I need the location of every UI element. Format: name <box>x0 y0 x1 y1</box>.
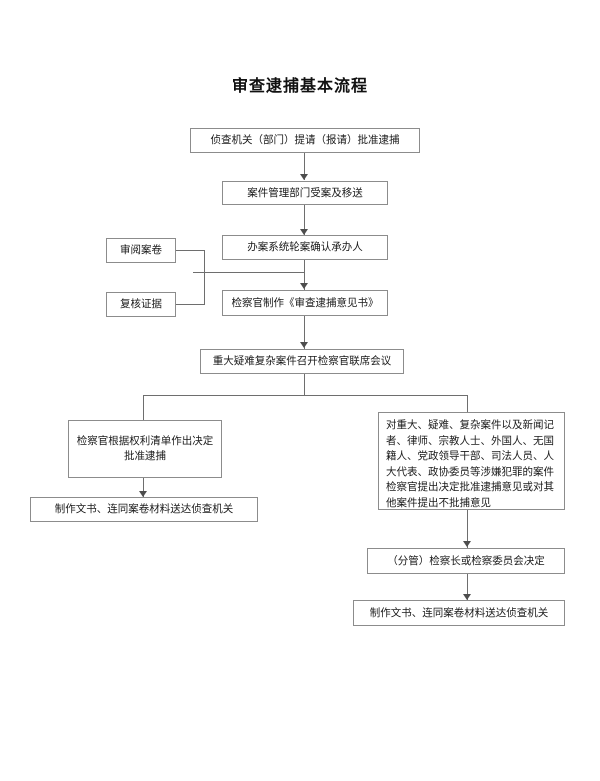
arrowhead-n4-n5 <box>300 342 308 348</box>
flow-node-joint-conference: 重大疑难复杂案件召开检察官联席会议 <box>200 349 404 374</box>
flow-node-verify-evidence: 复核证据 <box>106 292 176 317</box>
flow-node-system-assign-handler: 办案系统轮案确认承办人 <box>222 235 388 260</box>
connector-right2-right3 <box>467 574 468 600</box>
arrowhead-n1-n2 <box>300 174 308 180</box>
flow-node-chief-prosecutor-committee-decision: （分管）检察长或检察委员会决定 <box>367 548 565 574</box>
connector-side2-bracket <box>176 304 204 305</box>
arrowhead-n3-n4 <box>300 283 308 289</box>
connector-n4-n5 <box>304 316 305 349</box>
connector-n3-n4 <box>304 260 305 290</box>
flow-node-case-management-intake: 案件管理部门受案及移送 <box>222 181 388 205</box>
flow-node-investigation-request: 侦查机关（部门）提请（报请）批准逮捕 <box>190 128 420 153</box>
connector-n5-split-stem <box>304 374 305 396</box>
arrowhead-n2-n3 <box>300 229 308 235</box>
connector-split-bar <box>143 395 467 396</box>
arrowhead-left1-left2 <box>139 491 147 497</box>
flow-node-major-difficult-case-opinion: 对重大、疑难、复杂案件以及新闻记者、律师、宗教人士、外国人、无国籍人、党政领导干… <box>378 412 565 510</box>
arrowhead-right2-right3 <box>463 594 471 600</box>
flow-node-prosecutor-opinion-document: 检察官制作《审查逮捕意见书》 <box>222 290 388 316</box>
connector-left1-left2 <box>143 478 144 498</box>
flow-node-review-case-file: 审阅案卷 <box>106 238 176 263</box>
arrowhead-right1-right2 <box>463 541 471 547</box>
flow-node-serve-documents-left: 制作文书、连同案卷材料送达侦查机关 <box>30 497 258 522</box>
connector-split-right-drop <box>467 395 468 412</box>
flow-node-serve-documents-right: 制作文书、连同案卷材料送达侦查机关 <box>353 600 565 626</box>
flow-node-prosecutor-decision-approve-arrest: 检察官根据权利清单作出决定 批准逮捕 <box>68 420 222 478</box>
connector-n1-n2 <box>304 153 305 180</box>
page-title: 审查逮捕基本流程 <box>231 76 368 95</box>
connector-right1-right2 <box>467 510 468 548</box>
connector-side-bracket-spine <box>204 250 205 305</box>
connector-n2-n3 <box>304 205 305 235</box>
connector-split-left-drop <box>143 395 144 420</box>
connector-side1-bracket <box>176 250 204 251</box>
connector-side-to-main <box>193 272 305 273</box>
